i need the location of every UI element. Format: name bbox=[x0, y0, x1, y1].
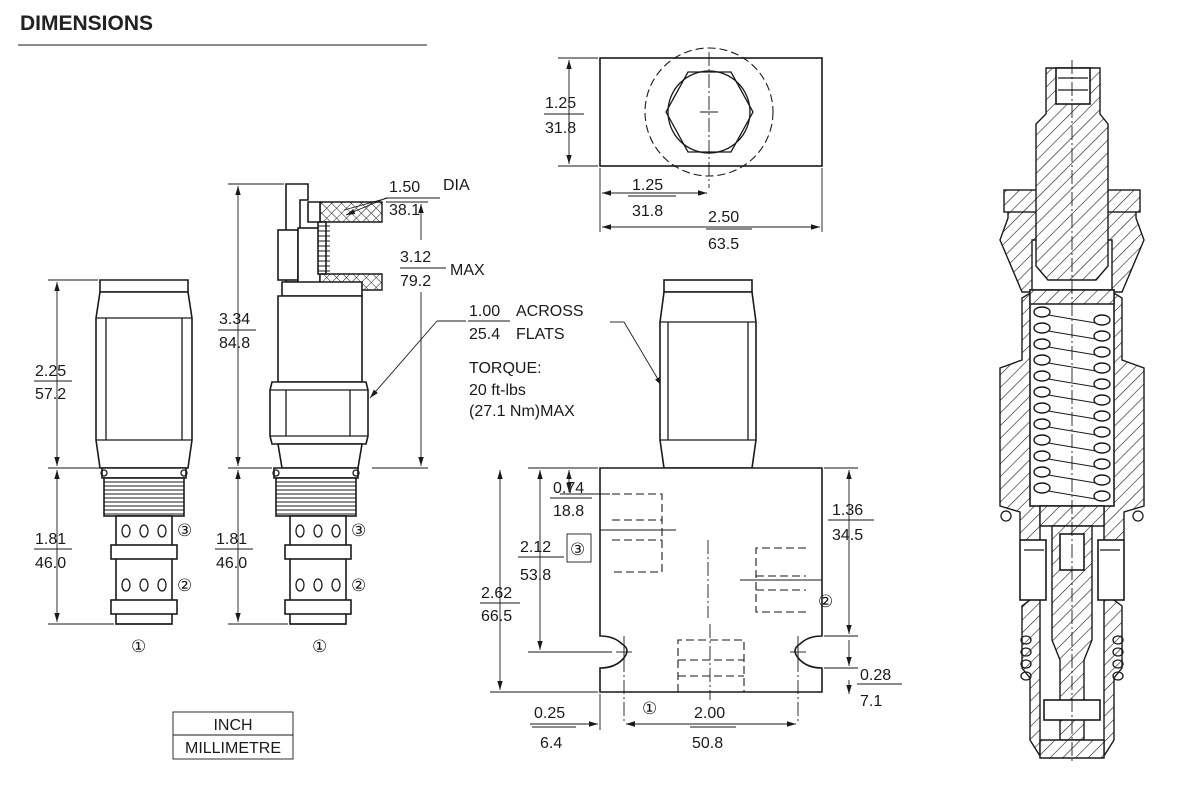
side-view bbox=[95, 279, 193, 625]
legend-inch: INCH bbox=[213, 717, 252, 734]
dim-port3-depth bbox=[528, 467, 610, 499]
dim-top-center-mm: 31.8 bbox=[632, 203, 663, 220]
dim-top-height-mm: 31.8 bbox=[545, 120, 576, 137]
dim-knob-travel bbox=[372, 201, 446, 469]
knob-port-3-label: ③ bbox=[351, 521, 366, 541]
dim-left-offset-mm: 6.4 bbox=[540, 735, 562, 752]
dim-overall bbox=[218, 183, 284, 469]
side-port-3-label: ③ bbox=[177, 521, 192, 541]
dim-knob-stem-length bbox=[215, 470, 288, 625]
torque-heading: TORQUE: bbox=[469, 360, 542, 377]
dim-knob-dia-mm: 38.1 bbox=[389, 202, 420, 219]
dim-stem-length-mm: 46.0 bbox=[35, 555, 66, 572]
knob-port-2-label: ② bbox=[351, 576, 366, 596]
hex-flats-line1: ACROSS bbox=[516, 303, 584, 320]
dim-stem-length-inch: 1.81 bbox=[35, 531, 66, 548]
block-port-2-label: ② bbox=[818, 592, 833, 612]
dim-body-length-mm: 57.2 bbox=[35, 386, 66, 403]
dim-port2-pos-mm: 34.5 bbox=[832, 527, 863, 544]
dim-overall-inch: 3.34 bbox=[219, 311, 250, 328]
dim-port2-pos-inch: 1.36 bbox=[832, 502, 863, 519]
dim-knob-dia-inch: 1.50 bbox=[389, 179, 420, 196]
dim-knob-stem-mm: 46.0 bbox=[216, 555, 247, 572]
torque-line1: 20 ft-lbs bbox=[469, 382, 526, 399]
side-port-1-label: ① bbox=[131, 637, 146, 657]
block-view bbox=[566, 279, 823, 722]
torque-line2: (27.1 Nm)MAX bbox=[469, 403, 575, 420]
dim-port3-pos bbox=[518, 470, 612, 653]
dim-knob-travel-suffix: MAX bbox=[450, 262, 485, 279]
dim-top-height-inch: 1.25 bbox=[545, 95, 576, 112]
dim-port3-depth-inch: 0.74 bbox=[553, 480, 584, 497]
dim-body-length bbox=[34, 279, 100, 469]
hex-flats-inch: 1.00 bbox=[469, 303, 500, 320]
side-port-2-label: ② bbox=[177, 576, 192, 596]
dim-overall-mm: 84.8 bbox=[219, 335, 250, 352]
dim-top-center bbox=[599, 168, 823, 232]
dim-port3-depth-mm: 18.8 bbox=[553, 503, 584, 520]
cross-section-view bbox=[999, 60, 1145, 764]
dim-hole-spacing bbox=[626, 721, 796, 728]
dim-stem-length bbox=[34, 470, 114, 625]
dim-top-width-inch: 2.50 bbox=[708, 209, 739, 226]
dim-knob-stem-inch: 1.81 bbox=[216, 531, 247, 548]
dim-body-length-inch: 2.25 bbox=[35, 363, 66, 380]
dim-top-height bbox=[544, 57, 598, 167]
dim-hole-spacing-inch: 2.00 bbox=[694, 705, 725, 722]
dim-knob-travel-inch: 3.12 bbox=[400, 249, 431, 266]
hex-flats-line2: FLATS bbox=[516, 326, 565, 343]
dim-overall-height-inch: 2.62 bbox=[481, 585, 512, 602]
dim-port3-pos-mm: 53.8 bbox=[520, 567, 551, 584]
dim-top-width-mm: 63.5 bbox=[708, 236, 739, 253]
hex-flats-mm: 25.4 bbox=[469, 326, 500, 343]
dim-top-center-inch: 1.25 bbox=[632, 177, 663, 194]
dim-hole-spacing-mm: 50.8 bbox=[692, 735, 723, 752]
hex-leader-lines bbox=[369, 320, 663, 399]
knob-port-1-label: ① bbox=[312, 637, 327, 657]
dim-slot-offset bbox=[824, 640, 902, 694]
knob-view bbox=[269, 183, 383, 625]
dim-knob-dia bbox=[343, 197, 440, 216]
block-port-1-label: ① bbox=[642, 699, 657, 719]
unit-legend bbox=[172, 711, 294, 760]
dim-port3-pos-inch: 2.12 bbox=[520, 539, 551, 556]
page-title: DIMENSIONS bbox=[20, 12, 153, 35]
dim-knob-dia-suffix: DIA bbox=[443, 177, 470, 194]
dim-knob-travel-mm: 79.2 bbox=[400, 273, 431, 290]
top-view bbox=[599, 47, 823, 188]
legend-mm: MILLIMETRE bbox=[185, 740, 281, 757]
dim-slot-offset-inch: 0.28 bbox=[860, 667, 891, 684]
dim-slot-offset-mm: 7.1 bbox=[860, 693, 882, 710]
dim-port2-pos bbox=[824, 467, 874, 637]
block-port-3-label: ③ bbox=[570, 540, 585, 560]
dim-overall-height bbox=[480, 470, 598, 693]
dim-left-offset-inch: 0.25 bbox=[534, 705, 565, 722]
dim-overall-height-mm: 66.5 bbox=[481, 608, 512, 625]
dim-top-width bbox=[602, 224, 820, 230]
